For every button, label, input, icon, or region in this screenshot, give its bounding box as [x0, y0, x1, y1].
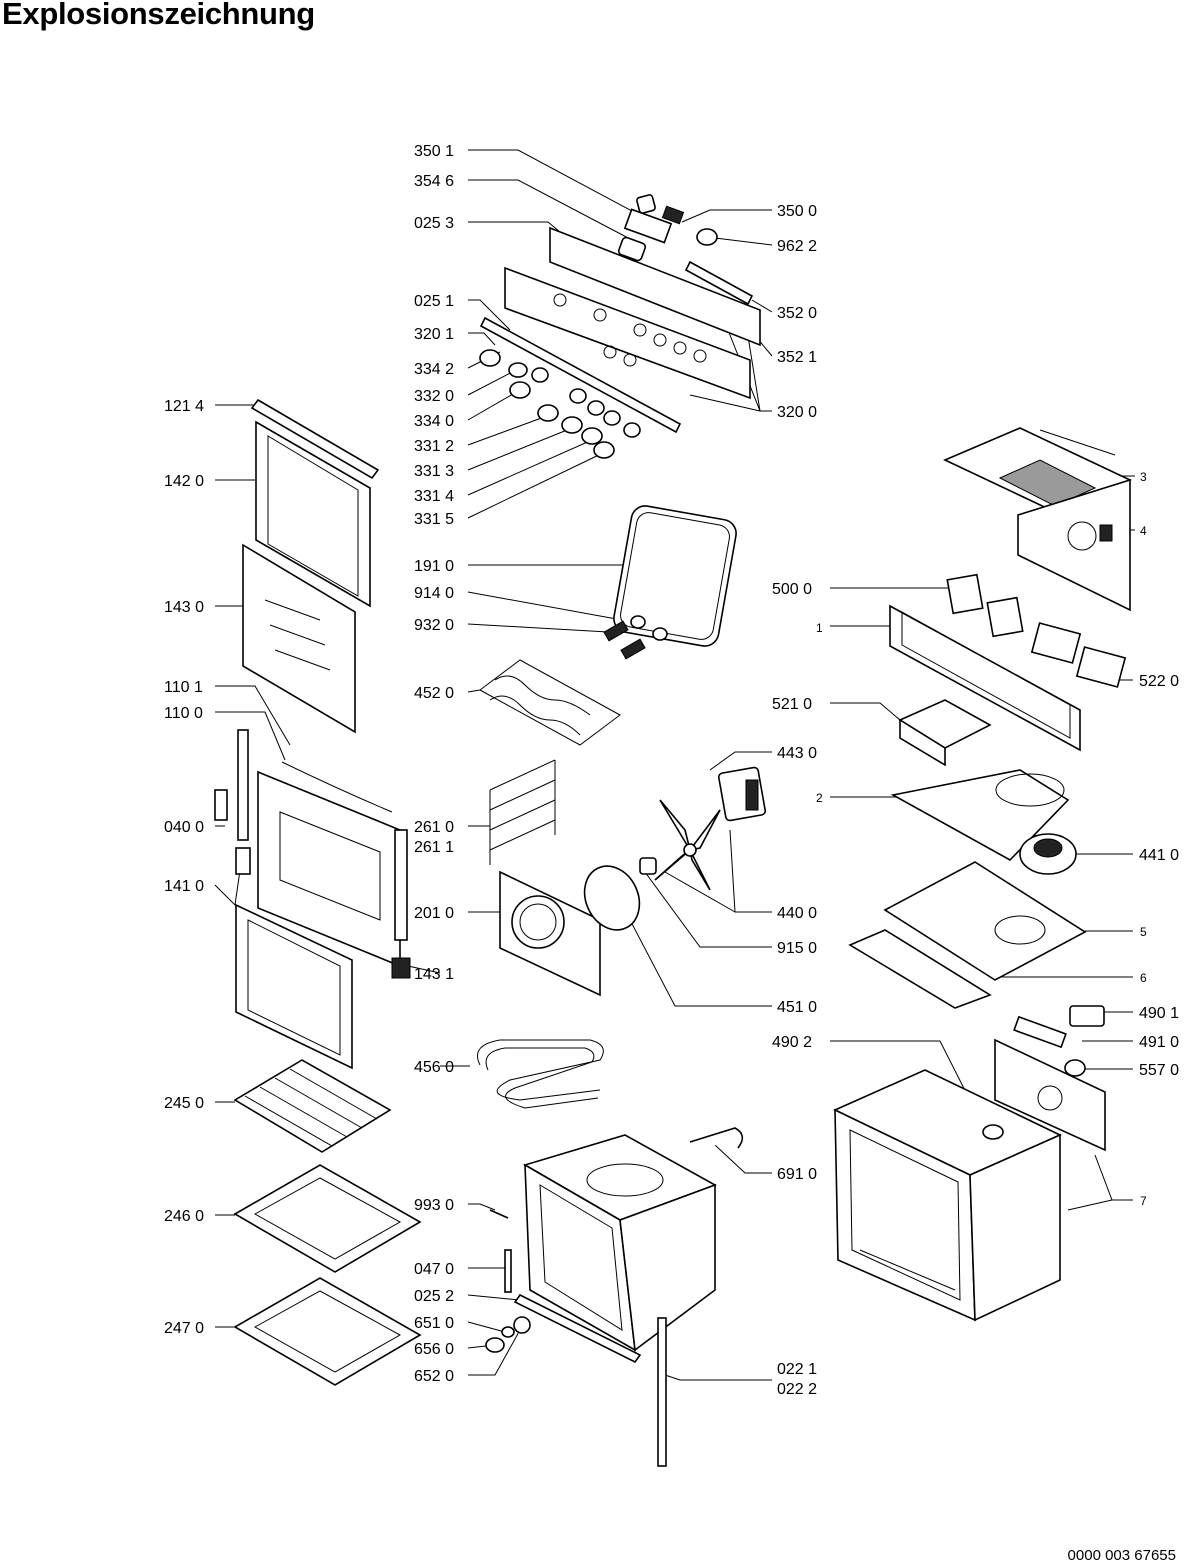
label-4: 4 [1140, 524, 1147, 538]
label-143-1: 143 1 [414, 966, 454, 983]
label-141-0: 141 0 [164, 878, 204, 895]
oven-interior-group [477, 505, 767, 1467]
label-143-0: 143 0 [164, 599, 204, 616]
accessories-group [233, 1059, 422, 1386]
label-191-0: 191 0 [414, 558, 454, 575]
label-261-0: 261 0 [414, 819, 454, 836]
electronics-group [833, 427, 1132, 1322]
label-2: 2 [816, 791, 823, 805]
label-354-6: 354 6 [414, 173, 454, 190]
page-title: Explosionszeichnung [2, 0, 315, 31]
label-5: 5 [1140, 925, 1147, 939]
label-047-0: 047 0 [414, 1261, 454, 1278]
label-245-0: 245 0 [164, 1095, 204, 1112]
label-110-0: 110 0 [164, 705, 203, 722]
control-panel-group [479, 194, 761, 459]
label-040-0: 040 0 [164, 819, 204, 836]
label-691-0: 691 0 [777, 1166, 817, 1183]
label-557-0: 557 0 [1139, 1062, 1179, 1079]
label-914-0: 914 0 [414, 585, 454, 602]
label-352-1: 352 1 [777, 349, 817, 366]
label-261-1: 261 1 [414, 839, 454, 856]
label-247-0: 247 0 [164, 1320, 204, 1337]
label-331-2: 331 2 [414, 438, 454, 455]
label-201-0: 201 0 [414, 905, 454, 922]
document-number: 0000 003 67655 [1067, 1547, 1176, 1564]
label-915-0: 915 0 [777, 940, 817, 957]
label-443-0: 443 0 [777, 745, 817, 762]
label-334-0: 334 0 [414, 413, 454, 430]
label-320-1: 320 1 [414, 326, 454, 343]
label-025-1: 025 1 [414, 293, 454, 310]
label-521-0: 521 0 [772, 696, 812, 713]
label-491-0: 491 0 [1139, 1034, 1179, 1051]
label-651-0: 651 0 [414, 1315, 454, 1332]
label-993-0: 993 0 [414, 1197, 454, 1214]
label-110-1: 110 1 [164, 679, 203, 696]
label-490-2: 490 2 [772, 1034, 812, 1051]
label-350-1: 350 1 [414, 143, 454, 160]
label-352-0: 352 0 [777, 305, 817, 322]
label-656-0: 656 0 [414, 1341, 454, 1358]
label-022-2: 022 2 [777, 1381, 817, 1398]
label-500-0: 500 0 [772, 581, 812, 598]
leader-lines [214, 149, 1135, 1381]
label-246-0: 246 0 [164, 1208, 204, 1225]
label-962-2: 962 2 [777, 238, 817, 255]
label-025-3: 025 3 [414, 215, 454, 232]
label-451-0: 451 0 [777, 999, 817, 1016]
label-652-0: 652 0 [414, 1368, 454, 1385]
label-3: 3 [1140, 470, 1147, 484]
label-121-4: 121 4 [164, 398, 204, 415]
label-331-3: 331 3 [414, 463, 454, 480]
door-group [214, 398, 411, 1070]
label-025-2: 025 2 [414, 1288, 454, 1305]
label-350-0: 350 0 [777, 203, 817, 220]
label-490-1: 490 1 [1139, 1005, 1179, 1022]
label-6: 6 [1140, 971, 1147, 985]
label-440-0: 440 0 [777, 905, 817, 922]
label-331-5: 331 5 [414, 511, 454, 528]
label-452-0: 452 0 [414, 685, 454, 702]
label-932-0: 932 0 [414, 617, 454, 634]
label-022-1: 022 1 [777, 1361, 817, 1378]
label-334-2: 334 2 [414, 361, 454, 378]
label-331-4: 331 4 [414, 488, 454, 505]
label-320-0: 320 0 [777, 404, 817, 421]
label-441-0: 441 0 [1139, 847, 1179, 864]
label-7: 7 [1140, 1194, 1147, 1208]
part-labels: 350 1 354 6 025 3 025 1 320 1 334 2 332 … [164, 143, 1179, 1398]
label-142-0: 142 0 [164, 473, 204, 490]
label-456-0: 456 0 [414, 1059, 454, 1076]
label-332-0: 332 0 [414, 388, 454, 405]
label-522-0: 522 0 [1139, 673, 1179, 690]
label-1: 1 [816, 621, 823, 635]
